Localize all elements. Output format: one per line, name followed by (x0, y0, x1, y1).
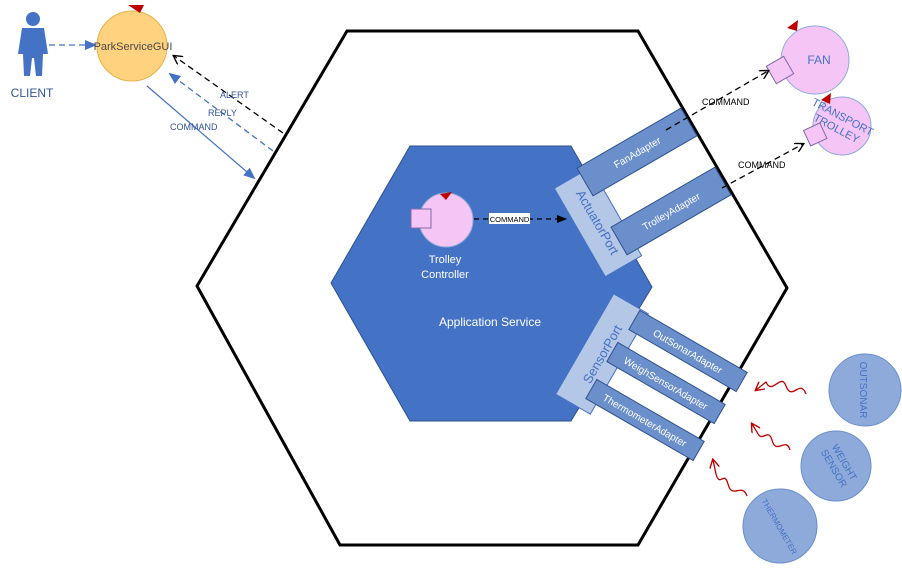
actuator-port-box (553, 166, 643, 278)
trolley-controller-marker-icon (440, 192, 452, 200)
command-label: COMMAND (170, 122, 218, 132)
park-service-gui-marker-icon (128, 5, 144, 13)
fan-label: FAN (807, 53, 830, 67)
outsonar-signal-arrow (756, 380, 807, 395)
client-head-icon (26, 12, 40, 26)
fan-command-label: COMMAND (702, 97, 750, 107)
outsonar-adapter-box (628, 309, 748, 393)
reply-arrow (168, 72, 274, 152)
thermometer-adapter-box (585, 378, 705, 462)
weight-signal-arrow (752, 424, 791, 451)
internal-command-label: COMMAND (490, 215, 530, 224)
trolley-command-arrow (721, 144, 803, 189)
sensor-port[interactable]: SensorPort (554, 293, 650, 415)
thermometer-device[interactable]: THERMOMETER (742, 488, 818, 564)
trolley-controller-port-icon (410, 208, 432, 229)
park-service-gui-label: ParkServiceGUI (94, 41, 173, 53)
transport-trolley-port-icon (802, 122, 828, 147)
weight-sensor-device[interactable]: WEIGHT SENSOR (800, 430, 872, 502)
fan-device[interactable] (765, 20, 850, 95)
client-body-icon (18, 28, 48, 76)
outsonar-circle (828, 353, 902, 427)
thermometer-circle (742, 488, 818, 564)
weight-sensor-circle (800, 430, 872, 502)
transport-trolley-marker-icon (821, 93, 831, 104)
fan-port-icon (765, 55, 795, 85)
application-service-label: Application Service (439, 315, 541, 329)
thermometer-signal-arrow (713, 460, 748, 497)
outsonar-device[interactable]: OUTSONAR (828, 353, 902, 427)
trolley-adapter-box (610, 166, 732, 256)
reply-label: REPLY (208, 108, 237, 118)
weigh-sensor-adapter-box (606, 341, 726, 425)
alert-label: ALERT (220, 90, 249, 100)
trolley-controller[interactable] (410, 192, 474, 248)
trolley-controller-label-line2: Controller (421, 269, 469, 281)
transport-trolley-device[interactable] (802, 93, 872, 156)
client-label: CLIENT (11, 86, 54, 100)
trolley-command-label: COMMAND (738, 160, 786, 170)
alert-arrow (174, 56, 284, 134)
fan-marker-icon (787, 20, 798, 31)
client-actor[interactable] (18, 12, 48, 76)
trolley-controller-label-line1: Trolley (429, 254, 462, 266)
park-service-gui[interactable] (96, 5, 168, 82)
command-arrow (146, 85, 256, 180)
park-service-gui-circle (96, 10, 168, 82)
internal-command-label-bg (489, 213, 530, 224)
outsonar-label: OUTSONAR (857, 362, 868, 419)
